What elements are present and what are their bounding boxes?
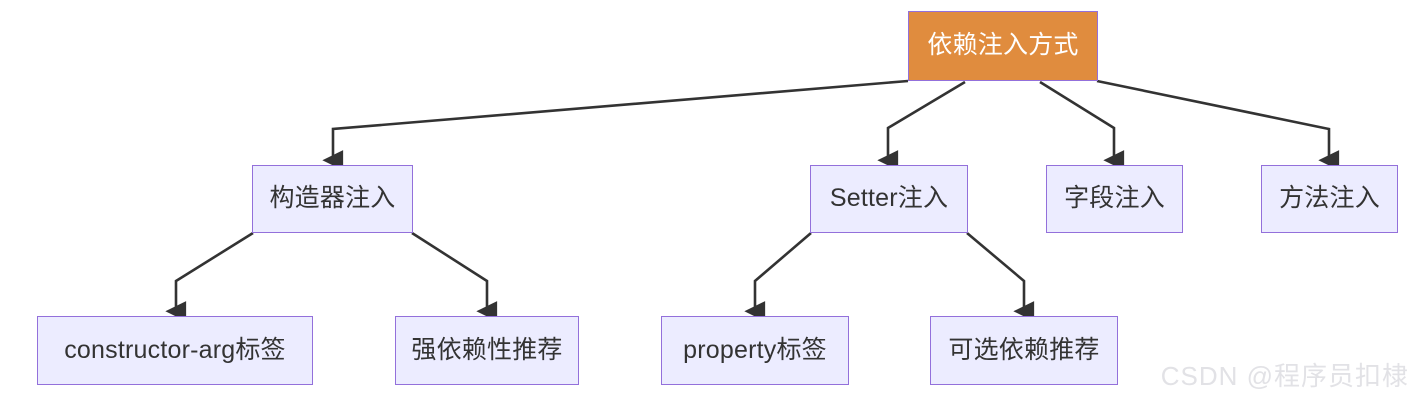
node-label-setter-injection: Setter注入: [829, 184, 949, 213]
edge-constructor-to-strongdep: [411, 231, 498, 322]
edge-constructor-to-ctorarg: [165, 231, 254, 322]
node-label-root: 依赖注入方式: [927, 31, 1079, 60]
node-method-injection[interactable]: 方法注入: [1261, 165, 1398, 233]
node-label-method-injection: 方法注入: [1279, 184, 1380, 213]
node-label-optional-dependency-recommended: 可选依赖推荐: [948, 335, 1100, 364]
node-optional-dependency-recommended[interactable]: 可选依赖推荐: [930, 316, 1118, 385]
node-property-tag[interactable]: property标签: [661, 316, 849, 385]
edge-setter-to-property: [744, 232, 812, 322]
node-setter-injection[interactable]: Setter注入: [810, 165, 968, 233]
edge-setter-to-optionaldep: [966, 232, 1035, 322]
node-strong-dependency-recommended[interactable]: 强依赖性推荐: [395, 316, 579, 385]
watermark: CSDN @程序员扣棣: [1160, 361, 1409, 391]
node-label-property-tag: property标签: [683, 335, 827, 364]
node-label-field-injection: 字段注入: [1064, 184, 1165, 213]
edge-root-to-setter: [877, 80, 966, 171]
edge-root-to-field: [1039, 80, 1125, 171]
node-label-constructor-arg-tag: constructor-arg标签: [64, 335, 286, 364]
node-field-injection[interactable]: 字段注入: [1046, 165, 1183, 233]
edge-root-to-method: [1096, 79, 1340, 171]
node-constructor-arg-tag[interactable]: constructor-arg标签: [37, 316, 313, 385]
node-constructor-injection[interactable]: 构造器注入: [252, 165, 413, 233]
node-label-strong-dependency-recommended: 强依赖性推荐: [411, 335, 563, 364]
edge-root-to-constructor: [322, 79, 909, 171]
node-label-constructor-injection: 构造器注入: [269, 184, 396, 213]
node-root[interactable]: 依赖注入方式: [908, 11, 1098, 81]
